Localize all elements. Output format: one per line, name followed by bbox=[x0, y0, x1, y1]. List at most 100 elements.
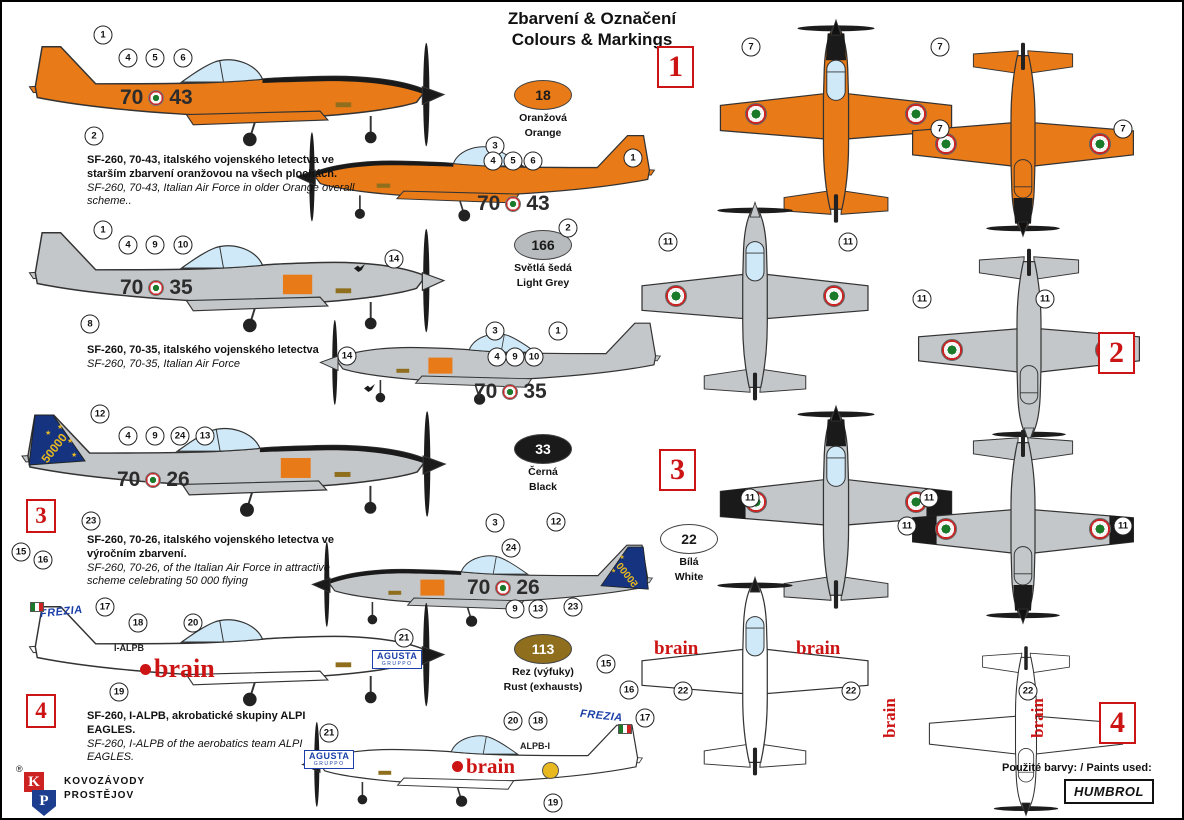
callout-18: 18 bbox=[128, 613, 148, 633]
callout-18: 18 bbox=[528, 711, 548, 731]
roundel-icon bbox=[145, 472, 162, 488]
brain-titles: brain bbox=[1027, 698, 1047, 738]
callout-1: 1 bbox=[548, 321, 568, 341]
brain-titles: brain bbox=[140, 654, 215, 684]
agusta-badge: AGUSTA GRUPPO bbox=[372, 650, 423, 670]
paint-swatch-33: 33 Černá Black bbox=[484, 434, 602, 493]
red-dot-icon bbox=[452, 761, 463, 772]
callout-22: 22 bbox=[841, 681, 861, 701]
callout-10: 10 bbox=[524, 347, 544, 367]
logo-name-line2: PROSTĚJOV bbox=[64, 790, 135, 801]
wing-roundel bbox=[745, 103, 767, 125]
callout-11: 11 bbox=[1035, 289, 1055, 309]
wing-roundel bbox=[823, 285, 845, 307]
callout-11: 11 bbox=[912, 289, 932, 309]
callout-16: 16 bbox=[619, 680, 639, 700]
callout-9: 9 bbox=[505, 347, 525, 367]
title-czech: Zbarvení & Označení bbox=[507, 9, 677, 28]
callout-11: 11 bbox=[838, 232, 858, 252]
callout-7: 7 bbox=[930, 119, 950, 139]
logo-k: K bbox=[24, 772, 44, 792]
callout-14: 14 bbox=[384, 249, 404, 269]
callout-20: 20 bbox=[503, 711, 523, 731]
brain-titles: brain bbox=[654, 638, 699, 659]
anniversary-tail-art: 50000 ★ ★ ★ ★ bbox=[28, 414, 86, 466]
callout-17: 17 bbox=[95, 597, 115, 617]
callout-24: 24 bbox=[501, 538, 521, 558]
callout-1: 1 bbox=[623, 148, 643, 168]
scheme-number-3: 3 bbox=[26, 499, 56, 533]
anniversary-tail-art: 50000 ★ ★ bbox=[600, 546, 649, 590]
callout-3: 3 bbox=[485, 513, 505, 533]
callout-4: 4 bbox=[118, 48, 138, 68]
callout-21: 21 bbox=[394, 628, 414, 648]
callout-7: 7 bbox=[1113, 119, 1133, 139]
paint-swatch-18: 18 Oranžová Orange bbox=[484, 80, 602, 139]
wing-roundel bbox=[1089, 518, 1111, 540]
callout-4: 4 bbox=[487, 347, 507, 367]
callout-11: 11 bbox=[919, 488, 939, 508]
star-icon: ★ bbox=[71, 451, 77, 459]
star-icon: ★ bbox=[67, 437, 73, 445]
wing-roundel bbox=[1089, 133, 1111, 155]
registration: ALPB-I bbox=[520, 741, 550, 751]
callout-7: 7 bbox=[930, 37, 950, 57]
star-icon: ★ bbox=[619, 554, 624, 561]
brain-titles: brain bbox=[796, 638, 841, 659]
callout-11: 11 bbox=[740, 488, 760, 508]
callout-6: 6 bbox=[523, 151, 543, 171]
callout-9: 9 bbox=[145, 426, 165, 446]
caption-scheme3: SF-260, 70-26, italského vojenského lete… bbox=[87, 534, 335, 588]
planview-scheme2-top bbox=[624, 194, 886, 412]
callout-10: 10 bbox=[173, 235, 193, 255]
bird-emblem bbox=[354, 264, 365, 272]
wing-roundel bbox=[665, 285, 687, 307]
callout-23: 23 bbox=[563, 597, 583, 617]
registered-icon: ® bbox=[16, 764, 23, 774]
star-icon: ★ bbox=[45, 429, 51, 437]
round-emblem bbox=[542, 762, 559, 779]
roundel-icon bbox=[505, 196, 522, 212]
paint-swatch-22: 22 Bílá White bbox=[630, 524, 748, 583]
callout-14: 14 bbox=[337, 346, 357, 366]
callout-5: 5 bbox=[145, 48, 165, 68]
registration: I-ALPB bbox=[114, 643, 144, 653]
roundel-icon bbox=[495, 580, 512, 596]
roundel-icon bbox=[148, 280, 165, 296]
callout-15: 15 bbox=[11, 542, 31, 562]
brain-titles: brain bbox=[879, 698, 899, 738]
italian-flag-icon bbox=[30, 602, 44, 612]
scheme-number-4: 4 bbox=[1099, 702, 1136, 744]
callout-21: 21 bbox=[319, 723, 339, 743]
caption-scheme1: SF-260, 70-43, italského vojenského lete… bbox=[87, 154, 355, 208]
callout-2: 2 bbox=[558, 218, 578, 238]
callout-23: 23 bbox=[81, 511, 101, 531]
paint-oval: 18 bbox=[514, 80, 572, 110]
callout-4: 4 bbox=[118, 426, 138, 446]
scheme-number-3: 3 bbox=[659, 449, 696, 491]
callout-5: 5 bbox=[503, 151, 523, 171]
star-icon: ★ bbox=[611, 567, 616, 574]
logo-p: P bbox=[32, 790, 56, 816]
agusta-badge: AGUSTA GRUPPO bbox=[304, 750, 355, 770]
scheme-number-2: 2 bbox=[1098, 332, 1135, 374]
bird-emblem bbox=[364, 384, 375, 392]
page-title: Zbarvení & Označení Colours & Markings bbox=[442, 8, 742, 51]
callout-19: 19 bbox=[543, 793, 563, 813]
callout-13: 13 bbox=[195, 426, 215, 446]
callout-1: 1 bbox=[93, 25, 113, 45]
callout-12: 12 bbox=[90, 404, 110, 424]
callout-7: 7 bbox=[741, 37, 761, 57]
caption-scheme4: SF-260, I-ALPB, akrobatické skupiny ALPI… bbox=[87, 710, 306, 764]
paint-oval: 113 bbox=[514, 634, 572, 664]
brain-titles: brain bbox=[452, 754, 515, 779]
callout-19: 19 bbox=[109, 682, 129, 702]
callout-11: 11 bbox=[897, 516, 917, 536]
callout-9: 9 bbox=[505, 599, 525, 619]
callout-11: 11 bbox=[1113, 516, 1133, 536]
callout-12: 12 bbox=[546, 512, 566, 532]
